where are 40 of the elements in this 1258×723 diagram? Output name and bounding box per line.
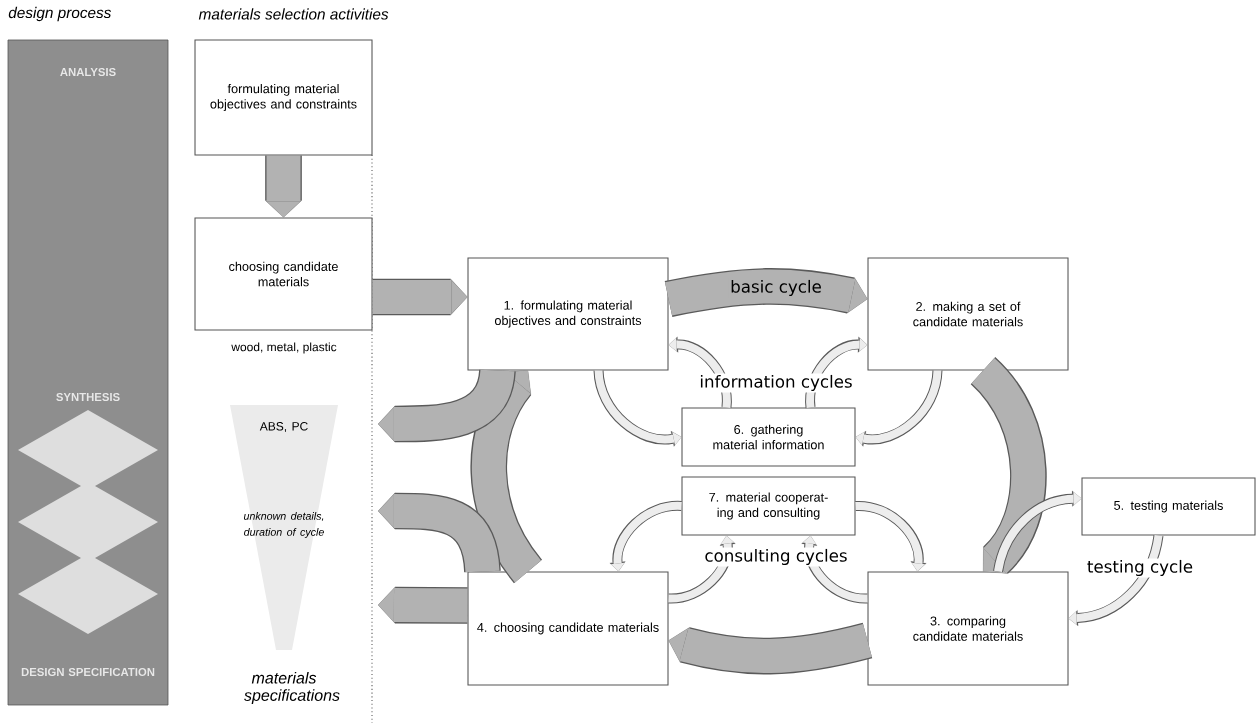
column-heading: design process (8, 6, 112, 22)
block-arrow (378, 586, 468, 624)
cycle-label: testing cycle (1085, 558, 1195, 578)
box-caption: wood, metal, plastic (231, 342, 337, 354)
process-box: 2. making a set of candidate materials (867, 257, 1069, 371)
funnel-caption: materials specifications (244, 671, 340, 705)
block-arrow (470, 370, 543, 583)
cycle-arrow (855, 501, 927, 572)
cycle-label: information cycles (698, 373, 854, 393)
process-box: choosing candidate materials (194, 217, 373, 331)
cycle-label: consulting cycles (703, 547, 849, 567)
cycle-arrow (593, 370, 682, 447)
block-arrow (668, 622, 872, 675)
process-box: 5. testing materials (1081, 477, 1256, 536)
cycle-arrow (1068, 534, 1164, 626)
cycle-arrow (609, 501, 682, 572)
phase-bar: ANALYSIS SYNTHESIS DESIGN SPECIFICATION (7, 39, 169, 706)
cycle-arrow (805, 336, 868, 408)
block-arrow (378, 492, 501, 574)
process-box: 3. comparing candidate materials (867, 571, 1069, 686)
cycle-arrow (668, 535, 736, 604)
block-arrow (265, 155, 302, 218)
column-heading: materials selection activities (198, 8, 389, 20)
process-box: 6. gathering material information (681, 407, 856, 467)
cycle-arrow (993, 490, 1082, 573)
block-arrow (372, 278, 468, 316)
process-box: 4. choosing candidate materials (467, 571, 669, 686)
node-label: DESIGN SPECIFICATION (21, 667, 155, 676)
cycle-arrow (801, 535, 868, 604)
block-arrow (969, 357, 1047, 574)
block-arrow (378, 368, 516, 443)
node-label: SYNTHESIS (56, 392, 120, 401)
node-label: ANALYSIS (60, 67, 116, 76)
process-box: formulating material objectives and constraints (194, 39, 373, 156)
process-box: 7. material cooperat- ing and consulting (681, 476, 856, 536)
process-box: 1. formulating material objectives and constraints (467, 257, 669, 371)
funnel: ABS, PC unknown details, duration of cycle (230, 405, 338, 650)
cycle-arrow (668, 336, 732, 408)
block-arrow (664, 268, 868, 317)
cycle-arrow (855, 370, 943, 447)
